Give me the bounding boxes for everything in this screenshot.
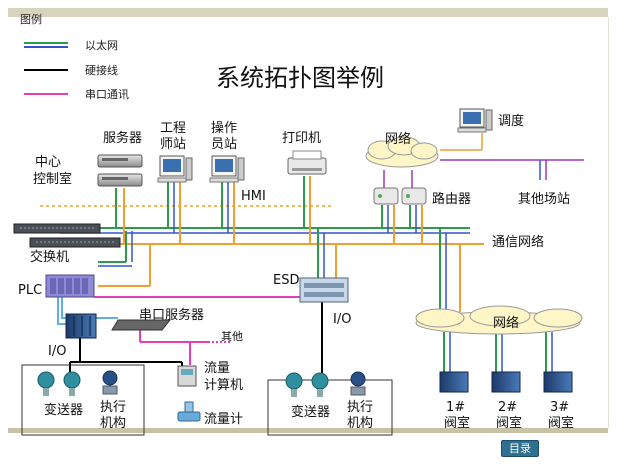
router-icon (373, 187, 427, 205)
server-icon (97, 154, 143, 187)
actuator-left-label-1: 执行 (100, 400, 127, 415)
slide-frame (8, 17, 609, 428)
hmi-label: HMI (241, 189, 266, 204)
actuator-left-icon (102, 370, 118, 395)
plc-icon (45, 274, 95, 298)
valve-room-1-number: 1# (446, 400, 466, 415)
legend-title: 图例 (20, 13, 42, 26)
legend-ethernet-label: 以太网 (85, 39, 118, 52)
station-drops (115, 176, 311, 244)
esd-icon (299, 277, 349, 303)
switch-label: 交换机 (30, 250, 70, 265)
serial-server-icon (111, 319, 172, 331)
comm-network-buses (60, 227, 484, 245)
center-label-2: 控制室 (33, 172, 73, 187)
eng-station-label-1: 工程 (160, 121, 187, 136)
network-cloud-top (365, 136, 439, 168)
router-label: 路由器 (432, 192, 472, 207)
center-label-1: 中心 (35, 155, 62, 170)
flow-computer-icon (177, 365, 197, 387)
actuator-right-label-2: 机构 (347, 416, 374, 431)
valve-room-2-label: 阀室 (496, 416, 523, 431)
legend-hardwire-label: 硬接线 (85, 64, 118, 77)
network-top-label: 网络 (385, 132, 412, 147)
operator-station-icon (209, 155, 245, 183)
field-box-right (267, 379, 393, 436)
actuator-right-label-1: 执行 (347, 400, 374, 415)
transmitter-left-label: 变送器 (44, 403, 84, 418)
other-sites-label: 其他场站 (518, 192, 571, 207)
transmitter-left-icon (37, 371, 81, 396)
esd-label: ESD (273, 273, 300, 288)
io-rack-left-icon (65, 313, 97, 339)
flow-computer-label-1: 流量 (204, 361, 231, 376)
plc-label: PLC (18, 283, 43, 298)
network-cloud-bottom (415, 305, 583, 335)
flowmeter-icon (177, 401, 201, 422)
valve-room-3-label: 阀室 (548, 416, 575, 431)
valve-room-1-label: 阀室 (444, 416, 471, 431)
actuator-left-label-2: 机构 (100, 416, 127, 431)
dispatch-label: 调度 (498, 114, 525, 129)
slide-bottom-bar (8, 428, 608, 433)
dispatch-pc-icon (457, 108, 493, 133)
serial-links (94, 296, 300, 365)
io-right-label: I/O (333, 312, 352, 327)
other-label: 其他 (221, 330, 243, 343)
toc-button[interactable]: 目录 (501, 440, 539, 457)
transmitter-right-label: 变送器 (291, 405, 331, 420)
op-station-label-1: 操作 (211, 121, 238, 136)
legend-serial-label: 串口通讯 (85, 88, 129, 101)
valve-room-3-number: 3# (550, 400, 570, 415)
flow-computer-label-2: 计算机 (204, 378, 244, 393)
router-links (381, 133, 584, 244)
slide-top-bar (8, 8, 608, 17)
legend-lines (24, 42, 68, 95)
valve-room-racks (439, 371, 573, 393)
switch-icon (13, 223, 121, 248)
eng-station-label-2: 师站 (160, 137, 187, 152)
valve-network-links (439, 228, 553, 372)
serial-server-label: 串口服务器 (139, 308, 205, 323)
esd-links (317, 228, 337, 378)
actuator-right-icon (350, 371, 366, 396)
switch-links (98, 231, 151, 287)
network-bottom-label: 网络 (493, 316, 520, 331)
page-title: 系统拓扑图举例 (216, 64, 384, 92)
server-label: 服务器 (103, 131, 143, 146)
flowmeter-label: 流量计 (204, 412, 244, 427)
field-box-left (21, 364, 145, 436)
transmitter-right-icon (285, 372, 329, 397)
op-station-label-2: 员站 (211, 137, 238, 152)
io-left-label: I/O (48, 344, 67, 359)
engineer-station-icon (157, 155, 193, 183)
comm-network-label: 通信网络 (492, 235, 545, 250)
printer-icon (287, 150, 327, 175)
printer-label: 打印机 (282, 131, 322, 146)
valve-room-2-number: 2# (498, 400, 518, 415)
